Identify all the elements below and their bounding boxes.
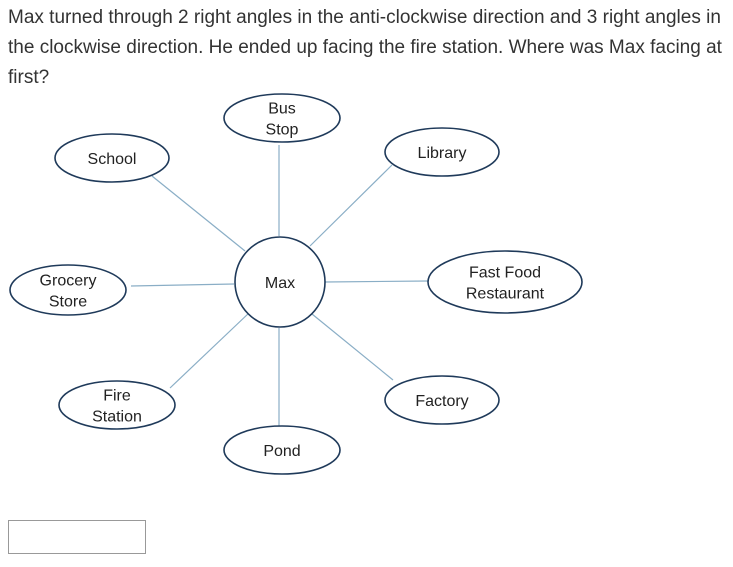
connector-lines (130, 145, 429, 426)
center-circle (234, 236, 326, 328)
node-factory: Factory (384, 375, 500, 425)
node-label-factory: Factory (415, 393, 468, 410)
center-node-max: Max (234, 236, 326, 328)
node-label-fast-food-restaurant: Restaurant (466, 286, 545, 303)
node-school: School (54, 133, 170, 183)
node-ellipse-bus-stop (223, 93, 341, 143)
node-label-fast-food-restaurant: Fast Food (469, 265, 541, 282)
node-label-library: Library (418, 145, 467, 162)
connector-line-fire-station (169, 311, 251, 389)
node-label-grocery-store: Grocery (40, 273, 97, 290)
connector-line-school (151, 175, 246, 252)
node-label-grocery-store: Store (49, 294, 87, 311)
answer-input[interactable] (8, 520, 146, 554)
node-ellipse-grocery-store (9, 264, 127, 316)
connector-line-factory (311, 313, 394, 381)
node-ellipse-school (54, 133, 170, 183)
node-library: Library (384, 127, 500, 177)
node-label-bus-stop: Bus (268, 101, 296, 118)
node-label-pond: Pond (263, 443, 300, 460)
center-label: Max (265, 275, 295, 292)
node-ellipse-pond (223, 425, 341, 475)
node-label-bus-stop: Stop (266, 122, 299, 139)
question-text: Max turned through 2 right angles in the… (8, 7, 722, 88)
node-ellipse-factory (384, 375, 500, 425)
node-label-school: School (88, 151, 137, 168)
node-label-fire-station: Station (92, 409, 142, 426)
connector-line-grocery-store (130, 283, 235, 287)
node-ellipse-fast-food-restaurant (427, 250, 583, 314)
connector-line-library (309, 164, 393, 247)
node-pond: Pond (223, 425, 341, 475)
node-ellipse-library (384, 127, 500, 177)
node-label-fire-station: Fire (103, 388, 131, 405)
node-ellipse-fire-station (58, 380, 176, 430)
connector-line-fast-food-restaurant (324, 280, 429, 283)
